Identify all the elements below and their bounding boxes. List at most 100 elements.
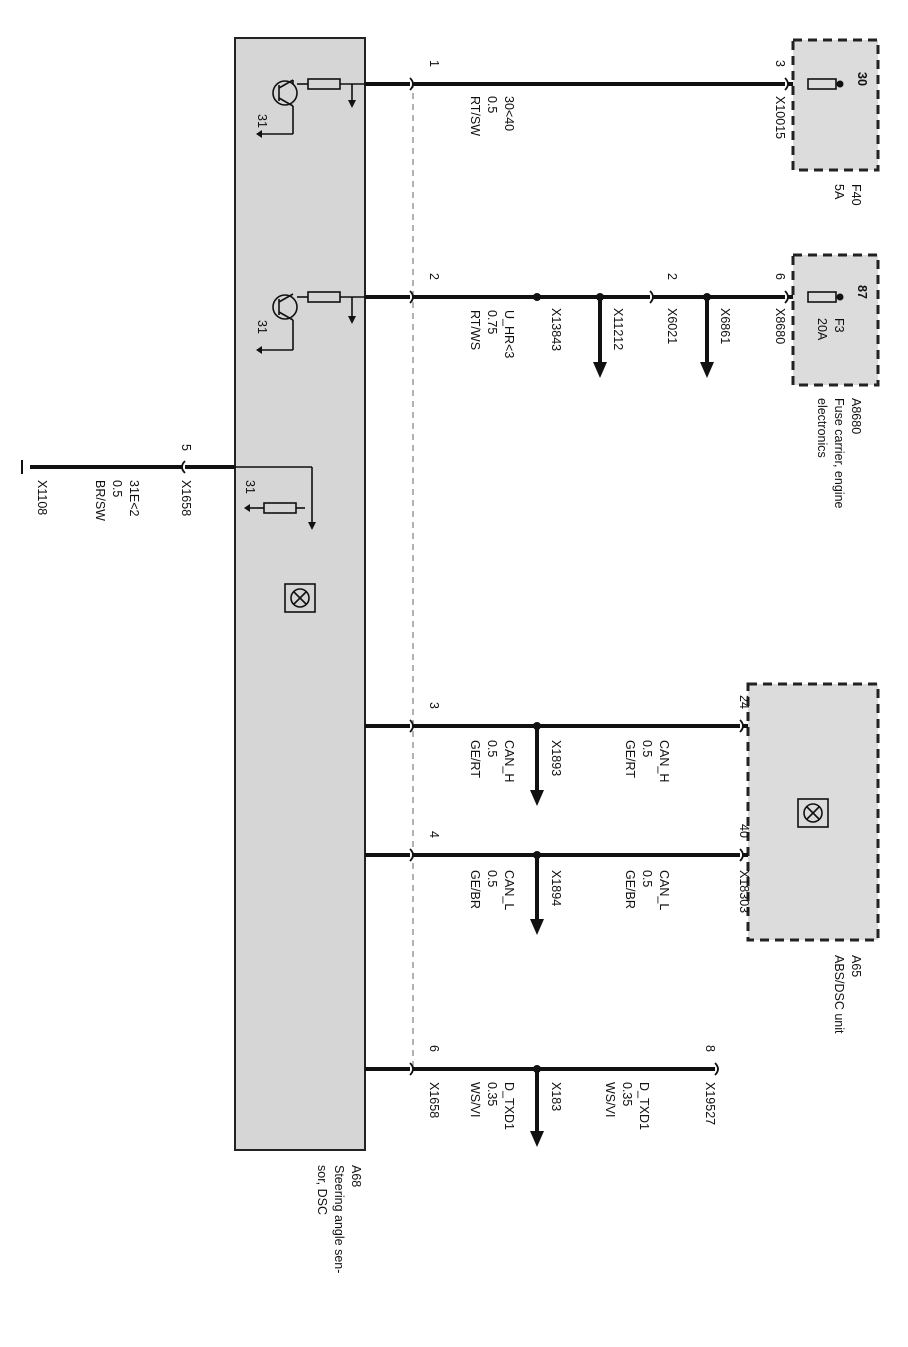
wire1-pin-a68: 1 [427, 60, 441, 67]
wire4-far-connector: X18303 [737, 870, 751, 913]
wire5-connector: X1658 [179, 480, 193, 516]
ground-label-3: 31 [243, 480, 257, 494]
wire6-far-pin: 8 [703, 1045, 717, 1052]
f3-fuse-symbol [807, 291, 837, 303]
wire3-splice: X1893 [549, 740, 563, 776]
a68-pin1-connector [409, 77, 414, 91]
wire2-gauge: 0.75 [485, 310, 499, 334]
wire4-far-gauge: 0.5 [640, 870, 654, 887]
wire6-gauge: 0.35 [485, 1082, 499, 1106]
wire5-ground: X1108 [35, 480, 49, 515]
wire1-signal: 30<40 [502, 96, 516, 131]
wire3-color: GE/RT [468, 740, 482, 778]
wire3-far-pin: 24 [737, 695, 751, 709]
a65-pin24-connector [739, 719, 744, 733]
x11212-arrow [593, 362, 607, 378]
wire4-splice: X1894 [549, 870, 563, 906]
wire6-far-connector: X19527 [703, 1082, 717, 1125]
wire2-far-pin: 6 [773, 273, 787, 280]
wire6-pin-a68: 6 [427, 1045, 441, 1052]
a68-pin4-connector [409, 848, 414, 862]
wire5-gauge: 0.5 [110, 480, 124, 497]
f40-fuse-box [791, 38, 880, 172]
x6021-connector [649, 290, 654, 304]
wire1-gauge: 0.5 [485, 96, 499, 113]
transistor-1-symbol [256, 78, 365, 138]
a8680-name-line1: Fuse carrier, engine [832, 398, 846, 509]
a68-pin2-connector [409, 290, 414, 304]
f40-pin: 30 [855, 72, 869, 86]
f40-fuse-symbol [807, 78, 837, 90]
a68-pin3-connector [409, 719, 414, 733]
wire6-far-signal: D_TXD1 [637, 1082, 651, 1130]
wire6-signal: D_TXD1 [502, 1082, 516, 1130]
x6861-arrow [700, 362, 714, 378]
wire5-pin: 5 [179, 444, 193, 451]
a65-code: A65 [849, 955, 863, 977]
wire5-color: BR/SW [93, 480, 107, 521]
wire2-connector-x6021: X6021 [665, 308, 679, 344]
wire2-signal: U_HR<3 [502, 310, 516, 358]
wire3-signal: CAN_H [502, 740, 516, 782]
wire2-connector-x6861: X6861 [718, 308, 732, 344]
wire3-far-gauge: 0.5 [640, 740, 654, 757]
a68-pin6-connector [409, 1062, 414, 1076]
wire1-far-pin: 3 [773, 60, 787, 67]
wire6-far-color: WS/VI [603, 1082, 617, 1117]
a68-name-line2: sor, DSC [315, 1165, 329, 1215]
wire2-pin-a68: 2 [427, 273, 441, 280]
wire3-far-signal: CAN_H [657, 740, 671, 782]
wire4-color: GE/BR [468, 870, 482, 909]
transistor-2-symbol [256, 291, 365, 354]
x10015-connector [784, 77, 789, 91]
x183-arrow [530, 1131, 544, 1147]
f3-rating: 20A [815, 318, 829, 341]
f40-rating: 5A [832, 184, 846, 200]
wire2-far-connector: X8680 [773, 308, 787, 344]
wire4-signal: CAN_L [502, 870, 516, 910]
wire3-pin-a68: 3 [427, 702, 441, 709]
x1893-arrow [530, 790, 544, 806]
wire4-far-color: GE/BR [623, 870, 637, 909]
wire6-color: WS/VI [468, 1082, 482, 1117]
a65-pin40-connector [739, 848, 744, 862]
wire1-far-connector: X10015 [773, 96, 787, 139]
ground-label-1: 31 [255, 114, 269, 128]
f3-terminal-dot [836, 293, 844, 301]
x1894-arrow [530, 919, 544, 935]
ground-label-2: 31 [255, 320, 269, 334]
a65-name: ABS/DSC unit [832, 955, 846, 1034]
wire6-splice: X183 [549, 1082, 563, 1111]
x19527-connector [714, 1062, 719, 1076]
wire3-gauge: 0.5 [485, 740, 499, 757]
wire1-color: RT/SW [468, 96, 482, 136]
a68-module-box [234, 37, 366, 1151]
wire6-near-connector: X1658 [427, 1082, 441, 1118]
pin5-internal-resistor [235, 466, 316, 530]
x13843-splice [533, 293, 541, 301]
wire4-far-signal: CAN_L [657, 870, 671, 910]
a8680-code: A8680 [849, 398, 863, 434]
f3-code: F3 [832, 318, 846, 333]
a68-module-icon [284, 583, 316, 613]
a65-module-icon [797, 798, 829, 828]
f3-pin: 87 [855, 285, 869, 299]
a8680-name-line2: electronics [815, 398, 829, 458]
a68-name-line1: Steering angle sen- [332, 1165, 346, 1273]
a68-code: A68 [349, 1165, 363, 1187]
f40-code: F40 [849, 184, 863, 206]
a8680-fuse-carrier-box [791, 253, 880, 387]
x1658-pin5-connector [181, 460, 186, 474]
x8680-connector [784, 290, 789, 304]
wire6-far-gauge: 0.35 [620, 1082, 634, 1106]
wire4-far-pin: 40 [737, 824, 751, 838]
wire2-color: RT/WS [468, 310, 482, 350]
wire2-connector-x11212: X11212 [611, 308, 625, 350]
wire4-pin-a68: 4 [427, 831, 441, 838]
wire2-connector-x13843: X13843 [549, 308, 563, 351]
f40-terminal-dot [836, 80, 844, 88]
wire5-signal: 31E<2 [127, 480, 141, 517]
wire3-far-color: GE/RT [623, 740, 637, 778]
wire2-mid-pin: 2 [665, 273, 679, 280]
